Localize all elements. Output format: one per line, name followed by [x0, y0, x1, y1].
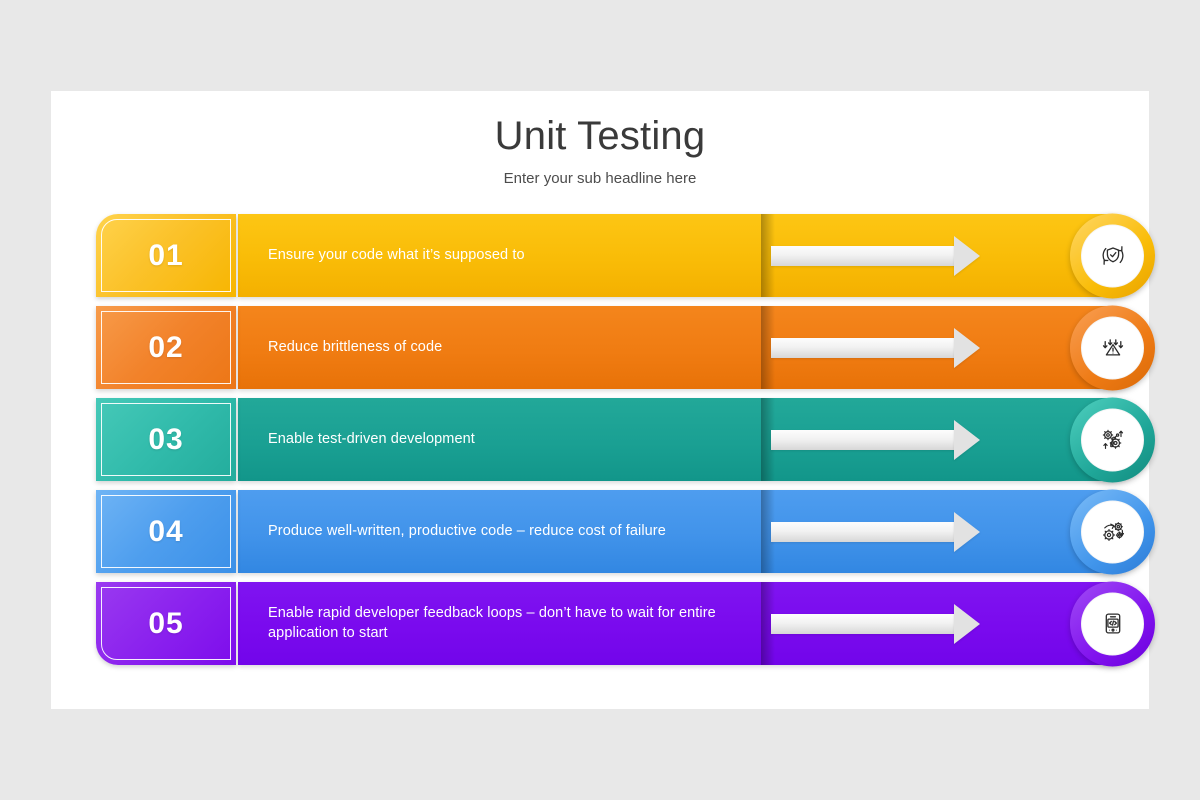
step-number-3: 03	[148, 422, 184, 456]
ribbon-fold-4	[761, 490, 775, 573]
ribbon-fold-5	[761, 582, 775, 665]
step-bar-3: Enable test-driven development	[238, 398, 1151, 481]
arrow-head-1	[954, 235, 980, 276]
step-number-box-3: 03	[96, 398, 236, 481]
warning-triangle-down-arrows-icon	[1081, 316, 1144, 379]
step-icon-badge-1[interactable]	[1070, 213, 1155, 298]
arrow-right-icon-5	[761, 582, 1011, 665]
arrow-right-icon-3	[761, 398, 1011, 481]
arrow-body-1	[771, 245, 956, 266]
ribbon-fold-3	[761, 398, 775, 481]
step-text-3: Enable test-driven development	[268, 430, 475, 447]
arrow-body-5	[771, 613, 956, 634]
shield-check-refresh-icon	[1081, 224, 1144, 287]
step-text-5: Enable rapid developer feedback loops – …	[268, 604, 716, 641]
step-number-2: 02	[148, 330, 184, 364]
step-bar-5: Enable rapid developer feedback loops – …	[238, 582, 1151, 665]
ribbon-fold-1	[761, 214, 775, 297]
infographic-row-3[interactable]: 03 Enable test-driven development	[96, 397, 1155, 482]
arrow-right-icon-1	[761, 214, 1011, 297]
step-number-box-1: 01	[96, 214, 236, 297]
arrow-body-2	[771, 337, 956, 358]
step-bar-4: Produce well-written, productive code – …	[238, 490, 1151, 573]
step-text-2: Reduce brittleness of code	[268, 338, 443, 355]
step-bar-2: Reduce brittleness of code	[238, 306, 1151, 389]
step-icon-badge-2[interactable]	[1070, 305, 1155, 390]
page-title: Unit Testing	[494, 114, 706, 158]
infographic-rows: 01 Ensure your code what it’s supposed t…	[96, 213, 1155, 666]
step-icon-badge-3[interactable]	[1070, 397, 1155, 482]
mobile-code-brackets-icon	[1081, 592, 1144, 655]
arrow-head-3	[954, 419, 980, 460]
arrow-head-2	[954, 327, 980, 368]
arrow-right-icon-2	[761, 306, 1011, 389]
slide-canvas: Unit Testing Enter your sub headline her…	[51, 91, 1155, 709]
infographic-row-2[interactable]: 02 Reduce brittleness of code	[96, 305, 1155, 390]
step-number-1: 01	[148, 238, 184, 272]
step-text-1: Ensure your code what it’s supposed to	[268, 246, 525, 263]
step-number-5: 05	[148, 606, 184, 640]
ribbon-fold-2	[761, 306, 775, 389]
step-bar-1: Ensure your code what it’s supposed to	[238, 214, 1151, 297]
page-subtitle: Enter your sub headline here	[503, 170, 697, 187]
step-text-4: Produce well-written, productive code – …	[268, 522, 666, 539]
arrow-body-3	[771, 429, 956, 450]
step-icon-badge-4[interactable]	[1070, 489, 1155, 574]
step-icon-badge-5[interactable]	[1070, 581, 1155, 666]
infographic-row-4[interactable]: 04 Produce well-written, productive code…	[96, 489, 1155, 574]
slide-header: Unit Testing Enter your sub headline her…	[51, 91, 1149, 187]
step-number-box-2: 02	[96, 306, 236, 389]
infographic-row-5[interactable]: 05 Enable rapid developer feedback loops…	[96, 581, 1155, 666]
step-number-box-4: 04	[96, 490, 236, 573]
arrow-head-5	[954, 603, 980, 644]
gears-process-icon	[1081, 500, 1144, 563]
arrow-right-icon-4	[761, 490, 1011, 573]
step-number-4: 04	[148, 514, 184, 548]
infographic-row-1[interactable]: 01 Ensure your code what it’s supposed t…	[96, 213, 1155, 298]
arrow-head-4	[954, 511, 980, 552]
gears-growth-chart-icon	[1081, 408, 1144, 471]
arrow-body-4	[771, 521, 956, 542]
step-number-box-5: 05	[96, 582, 236, 665]
